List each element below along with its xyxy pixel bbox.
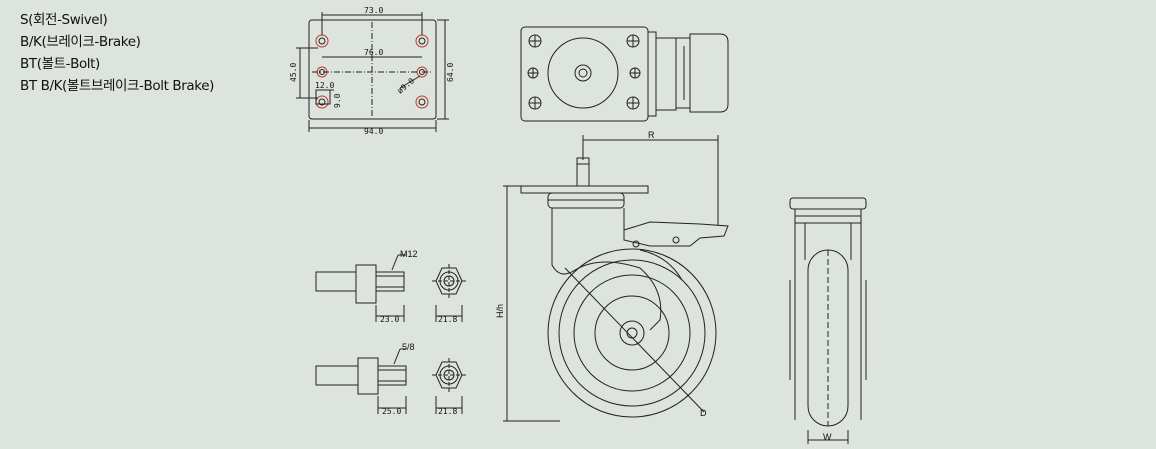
dim-offset-r: R [648,130,655,140]
dim-wheel-diameter: D [700,408,707,418]
dim-left-height: 45.0 [289,63,298,82]
bolt-m12-thread: M12 [400,249,418,259]
legend-brake: B/K(브레이크-Brake) [20,34,141,50]
dim-width-w: W [823,432,832,442]
legend-bolt: BT(볼트-Bolt) [20,56,100,72]
plate-outline [308,19,437,120]
bolt-58-length: 25.0 [382,407,401,416]
legend-swivel: S(회전-Swivel) [20,12,108,28]
dim-slot-width: 12.0 [315,81,334,90]
dim-height-h: H/h [495,304,505,318]
plate-top-view [520,26,729,122]
bolt-58-nut: 21.8 [438,407,457,416]
legend-bolt-brake: BT B/K(볼트브레이크-Bolt Brake) [20,78,214,94]
dim-right-height: 64.0 [446,63,455,82]
bolt-58-thread: 5/8 [402,342,415,352]
dim-slot-height: 9.0 [333,93,342,108]
bolt-m12-nut: 21.8 [438,315,457,324]
caster-type-legend: S(회전-Swivel) B/K(브레이크-Brake) BT(볼트-Bolt)… [20,9,214,97]
bolt-m12-length: 23.0 [380,315,399,324]
top-plate-drawing: 73.0 76.0 94.0 45.0 64.0 ø9.0 12.0 9.0 [289,6,455,136]
caster-front-view: W [789,197,867,444]
bolt-58-drawing: 5/8 25.0 21.8 [315,342,466,416]
bolt-m12-drawing: M12 23.0 21.8 [315,249,466,324]
dim-hole-diameter: ø9.0 [396,76,417,95]
dim-top-width: 73.0 [364,6,383,15]
caster-side-view: D R H/h [495,130,729,422]
dim-bottom-width: 94.0 [364,127,383,136]
dim-inner-width: 76.0 [364,48,383,57]
